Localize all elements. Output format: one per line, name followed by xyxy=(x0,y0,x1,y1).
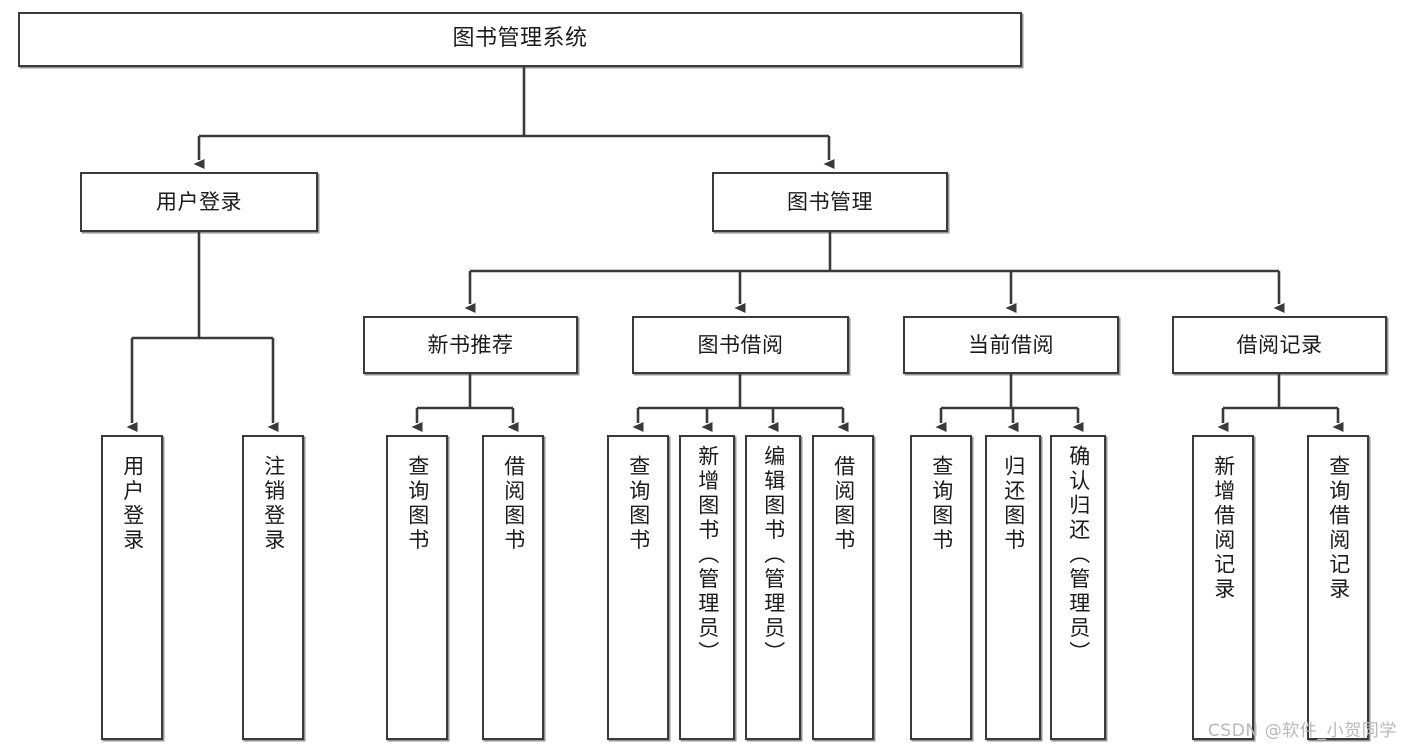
node-leaf-add-record-label: 新增借阅记录 xyxy=(1211,455,1236,602)
node-leaf-user-login[interactable]: 用户登录 xyxy=(101,435,163,740)
node-leaf-borrow-book-1-label: 借阅图书 xyxy=(501,455,526,553)
node-user-login-label: 用户登录 xyxy=(156,189,242,214)
node-leaf-user-logout[interactable]: 注销登录 xyxy=(242,435,304,740)
node-new-book-rec-label: 新书推荐 xyxy=(427,332,514,357)
node-leaf-add-book-label: 新增图书（管理员） xyxy=(695,445,720,666)
node-leaf-borrow-book-1[interactable]: 借阅图书 xyxy=(482,435,544,740)
node-book-manage-label: 图书管理 xyxy=(787,189,873,214)
node-leaf-query-book-2-label: 查询图书 xyxy=(626,455,651,553)
node-leaf-user-login-label: 用户登录 xyxy=(120,455,145,553)
node-leaf-confirm-return[interactable]: 确认归还（管理员） xyxy=(1050,435,1106,740)
node-root[interactable]: 图书管理系统 xyxy=(18,12,1022,67)
node-leaf-query-book-3[interactable]: 查询图书 xyxy=(910,435,972,740)
watermark: CSDN @软件_小贺同学 xyxy=(1207,721,1397,741)
node-leaf-query-book-1-label: 查询图书 xyxy=(405,455,430,553)
node-leaf-edit-book[interactable]: 编辑图书（管理员） xyxy=(745,435,801,740)
node-book-borrow[interactable]: 图书借阅 xyxy=(632,316,849,374)
node-leaf-borrow-book-2[interactable]: 借阅图书 xyxy=(812,435,874,740)
node-leaf-query-record[interactable]: 查询借阅记录 xyxy=(1307,435,1369,740)
node-leaf-query-record-label: 查询借阅记录 xyxy=(1326,455,1351,602)
node-leaf-query-book-1[interactable]: 查询图书 xyxy=(386,435,448,740)
node-user-login[interactable]: 用户登录 xyxy=(80,172,318,232)
node-leaf-add-book[interactable]: 新增图书（管理员） xyxy=(679,435,735,740)
node-leaf-return-book-label: 归还图书 xyxy=(1001,455,1026,553)
node-current-borrow-label: 当前借阅 xyxy=(968,332,1054,357)
node-leaf-query-book-3-label: 查询图书 xyxy=(929,455,954,553)
node-leaf-edit-book-label: 编辑图书（管理员） xyxy=(761,445,786,666)
node-book-manage[interactable]: 图书管理 xyxy=(712,172,948,232)
node-current-borrow[interactable]: 当前借阅 xyxy=(903,316,1119,374)
node-borrow-record[interactable]: 借阅记录 xyxy=(1172,316,1387,374)
node-leaf-add-record[interactable]: 新增借阅记录 xyxy=(1192,435,1254,740)
node-borrow-record-label: 借阅记录 xyxy=(1236,332,1323,357)
node-leaf-user-logout-label: 注销登录 xyxy=(261,455,286,553)
node-root-label: 图书管理系统 xyxy=(452,26,588,52)
node-leaf-confirm-return-label: 确认归还（管理员） xyxy=(1066,445,1091,666)
node-leaf-query-book-2[interactable]: 查询图书 xyxy=(607,435,669,740)
node-leaf-return-book[interactable]: 归还图书 xyxy=(985,435,1041,740)
node-new-book-rec[interactable]: 新书推荐 xyxy=(363,316,578,374)
node-leaf-borrow-book-2-label: 借阅图书 xyxy=(831,455,856,553)
node-book-borrow-label: 图书借阅 xyxy=(697,332,784,357)
